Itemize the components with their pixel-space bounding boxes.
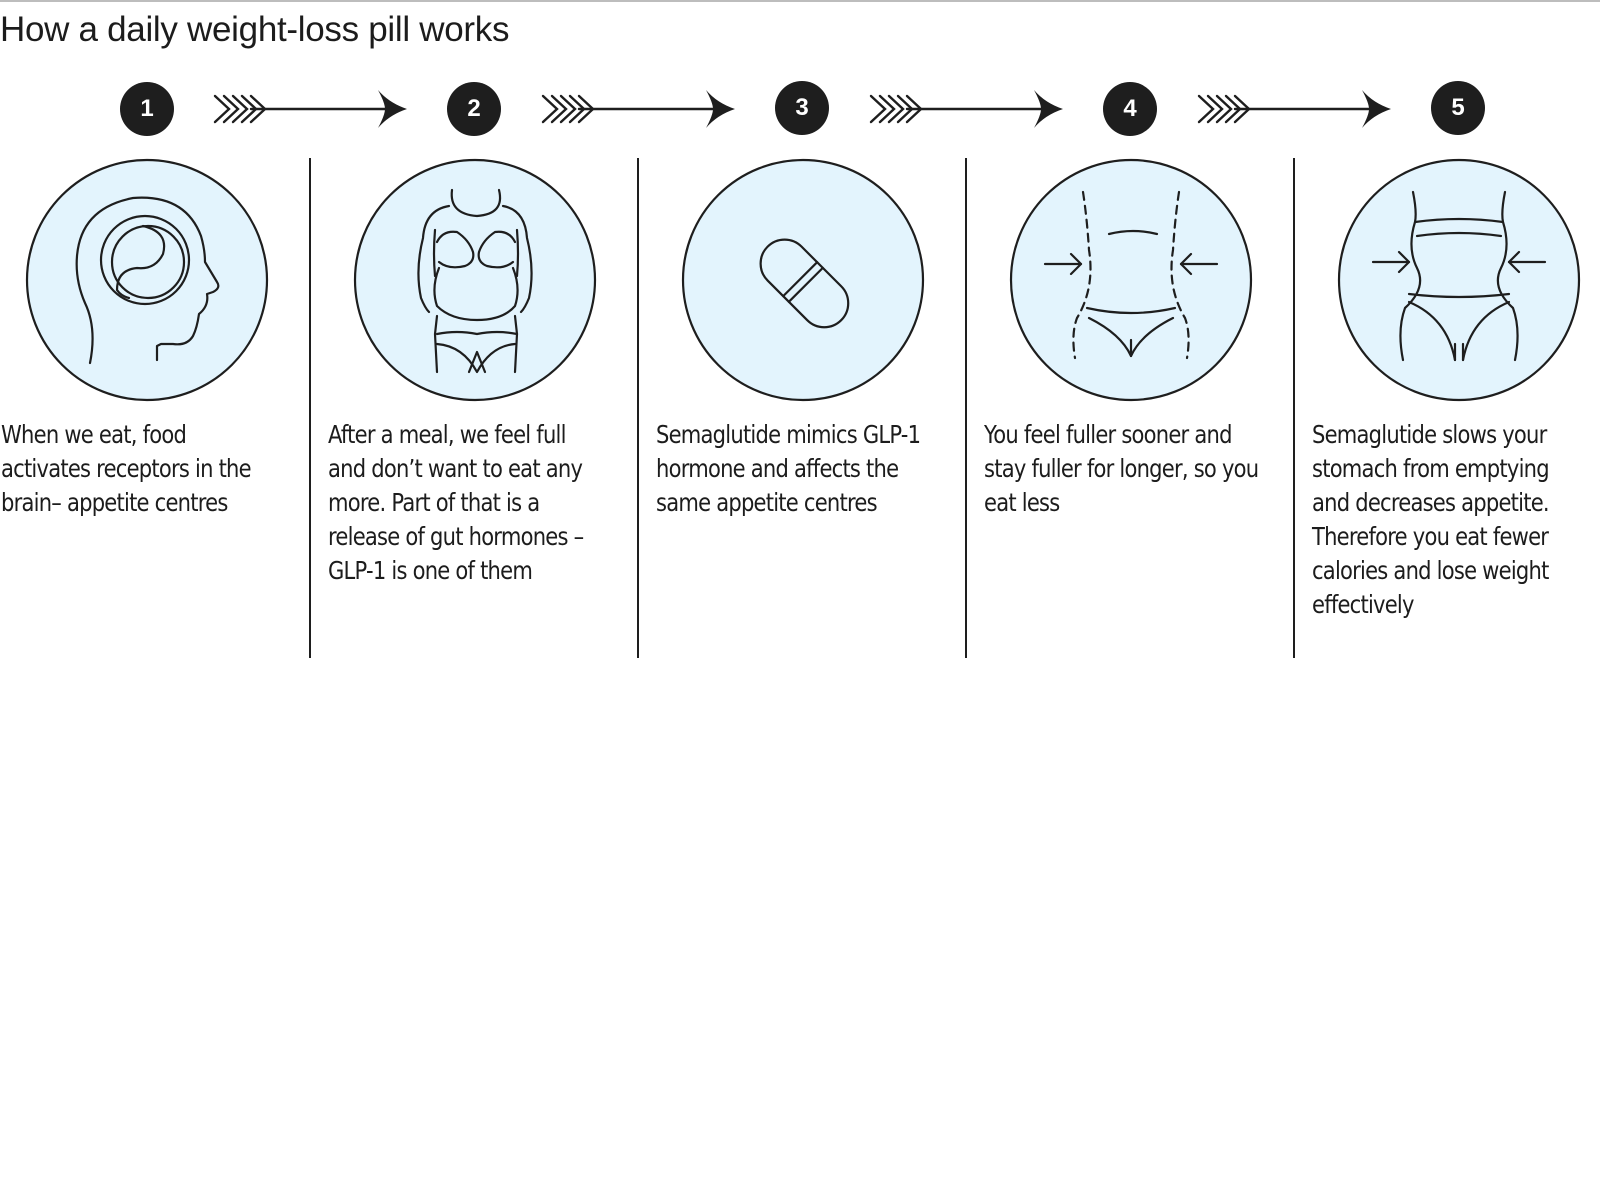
step-2-badge: 2: [447, 82, 501, 136]
column-divider-2: [637, 158, 639, 658]
arrow-3-to-4-icon: [869, 90, 1063, 128]
step-2-description: After a meal, we feel full and don’t wan…: [328, 420, 584, 585]
step-1-badge: 1: [120, 82, 174, 136]
step-5-description: Semaglutide slows your stomach from empt…: [1312, 420, 1550, 619]
step-4-badge: 4: [1103, 82, 1157, 136]
body-torso-icon: [353, 158, 597, 402]
head-brain-icon: [25, 158, 269, 402]
column-divider-3: [965, 158, 967, 658]
column-divider-1: [309, 158, 311, 658]
arrow-4-to-5-icon: [1197, 90, 1391, 128]
arrow-1-to-2-icon: [213, 90, 407, 128]
slim-waist-icon: [1337, 158, 1581, 402]
column-divider-4: [1293, 158, 1295, 658]
top-rule: [0, 0, 1600, 2]
step-4-description: You feel fuller sooner and stay fuller f…: [984, 420, 1259, 517]
arrow-2-to-3-icon: [541, 90, 735, 128]
diagram-title: How a daily weight-loss pill works: [0, 10, 510, 49]
step-5-badge: 5: [1431, 81, 1485, 135]
pill-icon: [681, 158, 925, 402]
step-3-description: Semaglutide mimics GLP-1 hormone and aff…: [656, 420, 921, 517]
step-1-description: When we eat, food activates receptors in…: [1, 420, 252, 517]
shrinking-waist-icon: [1009, 158, 1253, 402]
step-3-badge: 3: [775, 81, 829, 135]
